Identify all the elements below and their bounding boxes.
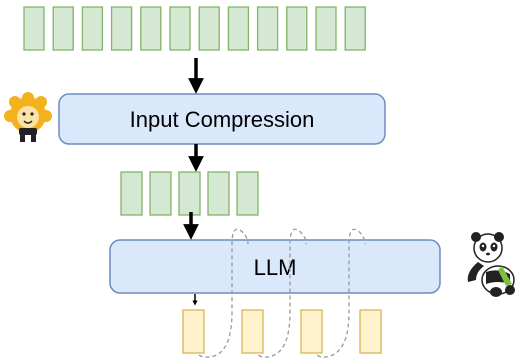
input-token xyxy=(256,6,279,51)
autoregressive-loops xyxy=(191,228,366,358)
input-token xyxy=(315,6,337,51)
compressed-token xyxy=(149,171,172,216)
loop-path-3 xyxy=(310,228,366,358)
loop-path-1 xyxy=(191,228,249,358)
compressed-token xyxy=(178,171,201,216)
input-token xyxy=(169,6,191,51)
output-token xyxy=(300,309,323,354)
llm-box: LLM xyxy=(109,239,441,294)
compressed-token xyxy=(207,171,230,216)
output-token-row xyxy=(182,309,382,354)
input-compression-box: Input Compression xyxy=(58,93,386,145)
lion-mascot-icon xyxy=(4,92,52,142)
input-token xyxy=(198,6,220,51)
input-compression-label: Input Compression xyxy=(130,107,315,132)
panda-mascot-icon xyxy=(467,232,515,297)
input-token xyxy=(140,6,162,51)
input-token xyxy=(110,6,133,51)
compressed-token-row xyxy=(120,171,259,216)
input-token-row xyxy=(23,6,366,51)
compressed-token xyxy=(236,171,259,216)
input-token xyxy=(227,6,250,51)
input-token xyxy=(344,6,366,51)
output-token xyxy=(182,309,205,354)
compressed-token xyxy=(120,171,143,216)
output-token xyxy=(359,309,382,354)
loop-path-2 xyxy=(251,228,307,358)
input-token xyxy=(52,6,74,51)
llm-label: LLM xyxy=(254,255,297,280)
input-token xyxy=(286,6,308,51)
input-token xyxy=(81,6,104,51)
output-token xyxy=(241,309,264,354)
input-token xyxy=(23,6,45,51)
